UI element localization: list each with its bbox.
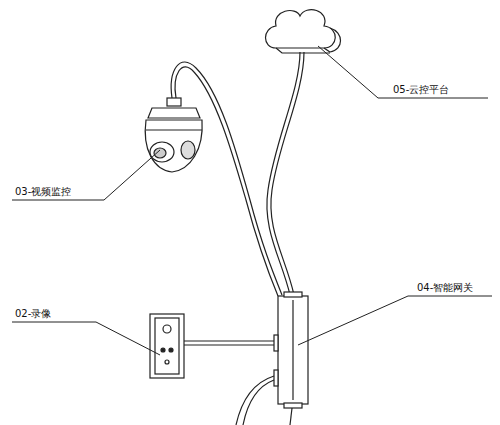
leader-line: [12, 46, 492, 355]
cable: [236, 376, 274, 425]
cable: [243, 380, 274, 425]
cable: [290, 408, 292, 425]
callout-label: 02-录像: [14, 308, 52, 320]
cable: [171, 62, 282, 295]
cloud-platform: [266, 10, 341, 53]
cable: [184, 344, 274, 345]
cable: [175, 67, 278, 296]
cable: [184, 340, 274, 341]
cable: [271, 52, 304, 295]
video-recorder: [150, 314, 184, 378]
callout-label: 05-云控平台: [392, 84, 450, 96]
callout-label: 04-智能网关: [416, 282, 474, 294]
dome-camera: [145, 98, 202, 172]
callout-label: 03-视频监控: [14, 186, 72, 198]
smart-gateway: [274, 292, 308, 408]
